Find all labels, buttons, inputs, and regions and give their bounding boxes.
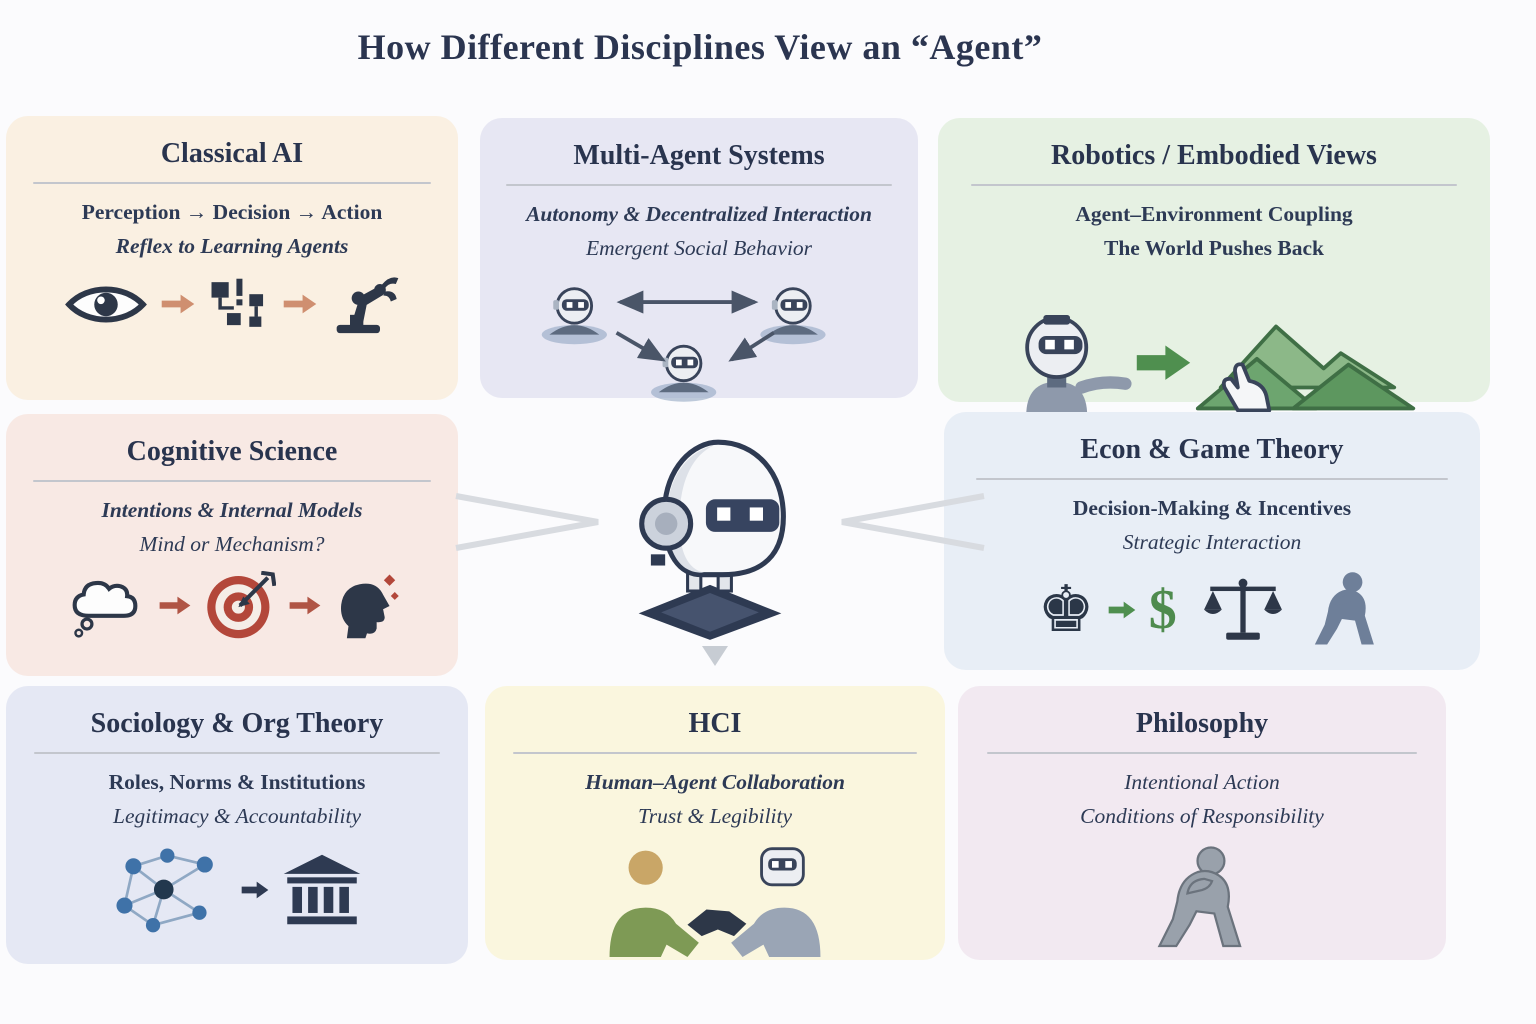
scales-icon <box>1203 576 1283 645</box>
thinker-icon <box>1305 569 1387 651</box>
thought-cloud-icon <box>64 573 146 639</box>
panel-line1: Perception → Decision → Action <box>81 200 383 224</box>
target-icon <box>204 571 276 640</box>
panel-hci: HCI Human–Agent Collaboration Trust & Le… <box>485 686 945 960</box>
robot-environment-icon <box>1009 275 1419 418</box>
connector-down-icon <box>702 646 728 666</box>
panel-icons <box>480 275 918 402</box>
human-robot-handshake-icon <box>596 843 834 957</box>
divider <box>33 752 441 754</box>
panel-icons <box>938 275 1490 418</box>
connector-right <box>838 492 988 552</box>
panel-line2: Conditions of Responsibility <box>1080 804 1324 828</box>
panel-classical-ai: Classical AI Perception → Decision → Act… <box>6 116 458 400</box>
robot-icon <box>1025 315 1132 417</box>
thinker-statue-icon <box>1146 843 1258 955</box>
terrain-hand-icon <box>1195 324 1416 413</box>
divider <box>987 752 1417 754</box>
divider <box>976 478 1448 480</box>
green-arrow-icon <box>1136 345 1191 380</box>
panel-icons <box>485 843 945 957</box>
panel-icons <box>6 273 458 335</box>
panel-title: Classical AI <box>160 138 304 169</box>
panel-line1: Intentions & Internal Models <box>101 498 363 522</box>
flow-arrow-icon <box>160 292 196 316</box>
panel-title: Multi-Agent Systems <box>573 140 825 171</box>
institution-icon <box>282 853 362 926</box>
panel-philosophy: Philosophy Intentional Action Conditions… <box>958 686 1446 960</box>
panel-line2: Trust & Legibility <box>637 804 793 828</box>
robot-arm-icon <box>330 273 400 335</box>
panel-multi-agent-systems: Multi-Agent Systems Autonomy & Decentral… <box>480 118 918 402</box>
panel-title: Sociology & Org Theory <box>90 708 384 739</box>
panel-icons <box>6 843 468 936</box>
panel-line2: Emergent Social Behavior <box>585 236 813 260</box>
divider <box>33 480 431 482</box>
red-arrow-icon <box>288 594 322 617</box>
eye-icon <box>64 281 148 328</box>
panel-line2: Legitimacy & Accountability <box>113 804 361 828</box>
divider <box>506 184 892 186</box>
chess-piece-icon: ♚ <box>1037 573 1095 647</box>
head-profile-icon <box>334 572 400 640</box>
panel-title: Cognitive Science <box>126 436 338 467</box>
panel-title: HCI <box>688 708 742 739</box>
panel-line1: Intentional Action <box>1124 770 1280 794</box>
panel-line1: Autonomy & Decentralized Interaction <box>526 202 872 226</box>
multi-robot-interaction-icon <box>536 275 862 402</box>
panel-line1: Decision-Making & Incentives <box>1072 496 1352 520</box>
dark-arrow-icon <box>240 879 270 901</box>
dollar-icon: $ <box>1148 579 1177 641</box>
panel-line1: Agent–Environment Coupling <box>1075 202 1353 226</box>
divider <box>512 752 918 754</box>
panel-line1: Roles, Norms & Institutions <box>108 770 366 794</box>
flow-arrow-icon <box>282 292 318 316</box>
panel-title: Robotics / Embodied Views <box>1051 140 1377 171</box>
panel-line2: Mind or Mechanism? <box>139 532 325 556</box>
panel-line1: Human–Agent Collaboration <box>585 770 845 794</box>
connector-left <box>452 492 602 552</box>
page-title: How Different Disciplines View an “Agent… <box>357 27 1043 67</box>
divider <box>971 184 1457 186</box>
network-graph-icon <box>112 843 228 936</box>
panel-icons <box>6 571 458 640</box>
panel-cognitive-science: Cognitive Science Intentions & Internal … <box>6 414 458 676</box>
flowchart-icon <box>208 277 270 332</box>
robot-agent-icon <box>608 430 812 644</box>
panel-line2: The World Pushes Back <box>1103 236 1325 260</box>
panel-econ-game-theory: Econ & Game Theory Decision-Making & Inc… <box>944 412 1480 670</box>
panel-icons: ♚ $ <box>944 569 1480 651</box>
panel-title: Philosophy <box>1135 708 1269 739</box>
panel-icons <box>958 843 1446 955</box>
green-arrow-icon <box>1107 599 1137 621</box>
panel-sociology-org-theory: Sociology & Org Theory Roles, Norms & In… <box>6 686 468 964</box>
panel-robotics-embodied: Robotics / Embodied Views Agent–Environm… <box>938 118 1490 417</box>
panel-title: Econ & Game Theory <box>1080 434 1344 465</box>
red-arrow-icon <box>158 594 192 617</box>
panel-line2: Reflex to Learning Agents <box>115 234 349 258</box>
panel-line2: Strategic Interaction <box>1122 530 1302 554</box>
divider <box>33 182 431 184</box>
